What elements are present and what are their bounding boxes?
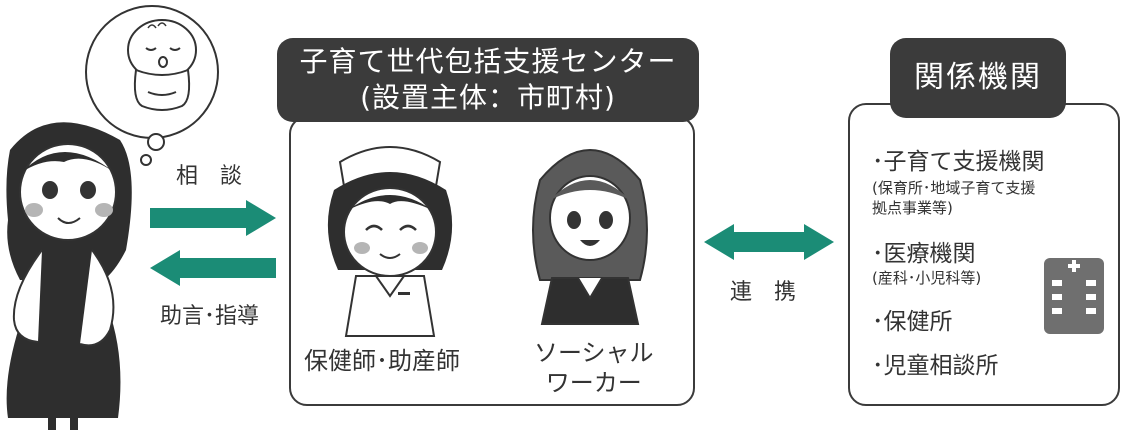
org-child-guidance: ･児童相談所 <box>872 353 999 379</box>
org-childcare-support: ･子育て支援機関 <box>872 149 1045 175</box>
support-center-title: 子育て世代包括支援センター (設置主体：市町村) <box>277 38 699 122</box>
social-worker-figure-icon <box>532 149 648 325</box>
consultation-label: 相 談 <box>176 164 243 189</box>
coordination-label: 連 携 <box>730 280 797 305</box>
related-organizations-title: 関係機関 <box>890 38 1066 118</box>
baby-thought-bubble-icon <box>85 5 219 166</box>
detail-line: (保育所･地域子育て支援 <box>872 179 1036 197</box>
org-medical-detail: (産科･小児科等) <box>872 269 982 287</box>
social-worker-label: ソーシャル ワーカー <box>534 338 654 398</box>
detail-line: 拠点事業等) <box>872 199 953 217</box>
nurse-label: 保健師･助産師 <box>304 347 460 375</box>
advice-arrow-icon <box>150 250 276 286</box>
org-childcare-support-detail: (保育所･地域子育て支援 拠点事業等) <box>872 178 1035 218</box>
org-health-center: ･保健所 <box>872 309 953 335</box>
coordination-arrow-icon <box>704 224 834 260</box>
consultation-arrow-icon <box>150 200 276 236</box>
hospital-icon <box>1044 258 1104 334</box>
support-center-title-line2: (設置主体：市町村) <box>360 81 616 114</box>
advice-label: 助言･指導 <box>160 304 260 329</box>
support-center-title-line1: 子育て世代包括支援センター <box>299 45 677 78</box>
nurse-figure-icon <box>327 146 453 337</box>
mother-figure-icon <box>6 122 132 430</box>
social-worker-label-line2: ワーカー <box>545 369 642 397</box>
org-medical: ･医療機関 <box>872 241 976 267</box>
related-organizations-box <box>848 103 1120 406</box>
social-worker-label-line1: ソーシャル <box>534 339 654 367</box>
